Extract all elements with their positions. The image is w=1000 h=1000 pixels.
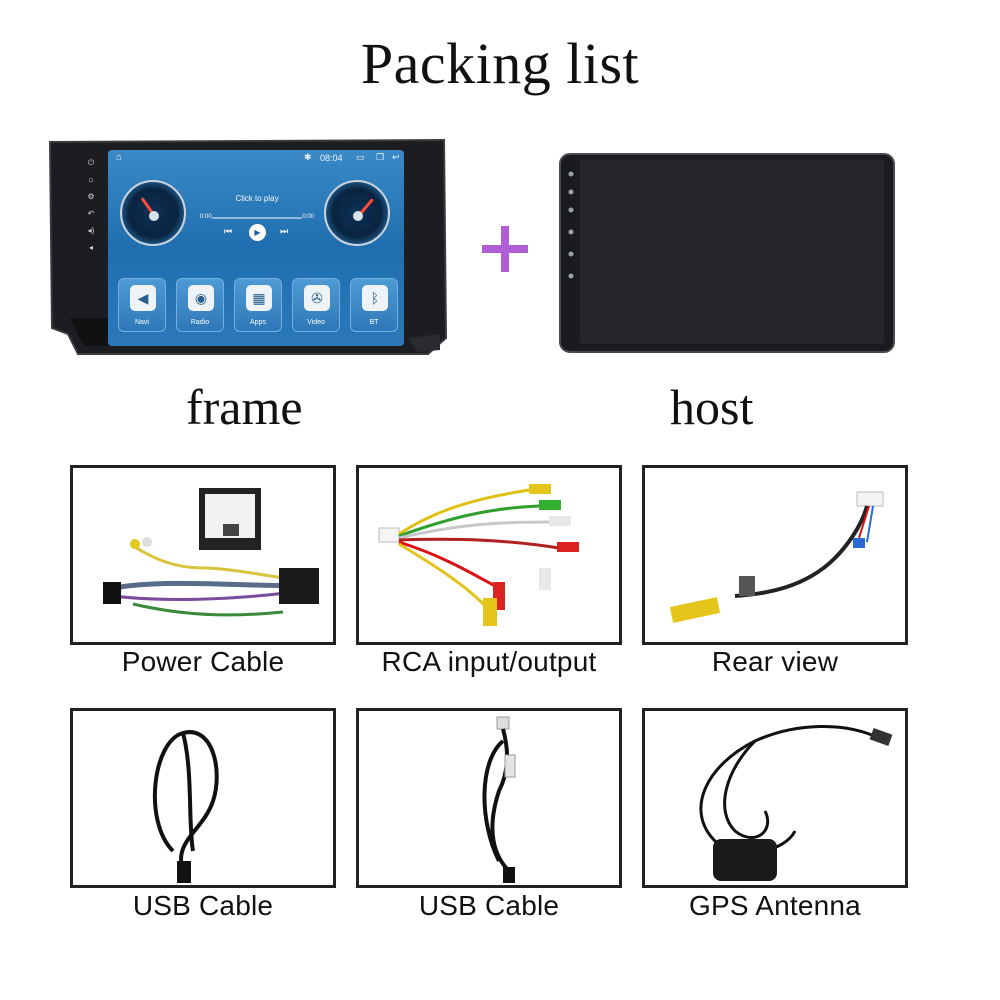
settings-icon[interactable]: ⚙ — [87, 192, 95, 201]
power-cable-illustration — [103, 488, 319, 617]
bluetooth-icon: ᛒ — [362, 285, 388, 311]
gps-antenna-photo — [642, 708, 908, 888]
gps-antenna-illustration — [699, 725, 893, 881]
clock-hub — [353, 211, 363, 221]
recent-apps-icon[interactable]: ❐ — [376, 152, 385, 162]
bluetooth-status-icon: ✱ — [304, 152, 312, 162]
home-outline-icon[interactable]: ⌂ — [116, 152, 123, 163]
return-icon[interactable]: ↩ — [392, 152, 400, 162]
back-icon[interactable]: ↶ — [87, 209, 95, 218]
media-progress-bar[interactable] — [212, 217, 302, 219]
usb-cable-photo-2 — [356, 708, 622, 888]
status-time: 08:04 — [320, 153, 343, 163]
host-caption: host — [670, 379, 754, 435]
rear-view-cable-illustration — [669, 491, 884, 623]
usb-cable-photo-1 — [70, 708, 336, 888]
rca-label: RCA input/output — [381, 646, 597, 677]
media-time-start: 0:00 — [200, 214, 212, 220]
plus-icon — [482, 226, 528, 272]
rear-view-cable-photo — [642, 465, 908, 645]
head-unit-screen: ⌂ ✱ 08:04 ▭ ❐ ↩ Click to play 0:00 0:00 … — [108, 150, 404, 346]
app-tile-apps[interactable]: ▦ Apps — [234, 278, 282, 332]
app-label: BT — [369, 319, 379, 326]
media-player-card: Click to play 0:00 0:00 ⏮ ▶ ⏭ — [194, 184, 320, 246]
media-label[interactable]: Click to play — [235, 194, 279, 203]
app-label: Navi — [134, 319, 149, 326]
app-label: Video — [307, 319, 325, 326]
gauge-hub — [149, 211, 159, 221]
radio-dial-icon: ◉ — [188, 285, 214, 311]
media-time-end: 0:00 — [302, 214, 314, 220]
window-icon[interactable]: ▭ — [356, 152, 365, 162]
rear-view-label: Rear view — [711, 646, 839, 677]
rca-cable-photo — [356, 465, 622, 645]
rca-cable-illustration — [378, 484, 579, 626]
apps-grid-icon: ▦ — [246, 285, 272, 311]
navigation-arrow-icon: ◀ — [130, 285, 156, 311]
app-label: Apps — [250, 319, 266, 326]
frame-caption: frame — [186, 379, 303, 435]
power-icon[interactable]: ⏻ — [87, 158, 95, 167]
status-bar: ⌂ ✱ 08:04 ▭ ❐ ↩ — [108, 150, 404, 166]
next-track-icon[interactable]: ⏭ — [280, 226, 289, 236]
frame-head-unit: ⏻ ⌂ ⚙ ↶ ◂) ◂ ⌂ ✱ 08:04 ▭ ❐ ↩ Click to pl… — [48, 138, 450, 360]
gps-antenna-label: GPS Antenna — [689, 890, 861, 921]
app-tile-bt[interactable]: ᛒ BT — [350, 278, 398, 332]
volume-up-icon[interactable]: ◂) — [87, 226, 95, 235]
app-tile-radio[interactable]: ◉ Radio — [176, 278, 224, 332]
app-tile-video[interactable]: ✇ Video — [292, 278, 340, 332]
app-label: Radio — [190, 319, 210, 326]
usb-cable-label-2: USB Cable — [418, 890, 560, 921]
previous-track-icon[interactable]: ⏮ — [224, 226, 233, 236]
film-reel-icon: ✇ — [304, 285, 330, 311]
usb-cable-label-1: USB Cable — [132, 890, 274, 921]
power-cable-photo — [70, 465, 336, 645]
app-tile-navi[interactable]: ◀ Navi — [118, 278, 166, 332]
host-screen-unit — [559, 153, 895, 353]
play-button-icon[interactable]: ▶ — [249, 224, 266, 241]
page-title: Packing list — [360, 31, 640, 96]
home-icon[interactable]: ⌂ — [88, 175, 94, 184]
clock-gauge — [324, 180, 390, 246]
volume-down-icon[interactable]: ◂ — [88, 243, 93, 252]
power-cable-label: Power Cable — [121, 646, 285, 677]
usb-cable-illustration-2 — [482, 716, 516, 883]
speedometer-gauge — [120, 180, 186, 246]
usb-cable-illustration-1 — [152, 730, 219, 883]
side-button-column: ⏻ ⌂ ⚙ ↶ ◂) ◂ — [84, 154, 98, 334]
